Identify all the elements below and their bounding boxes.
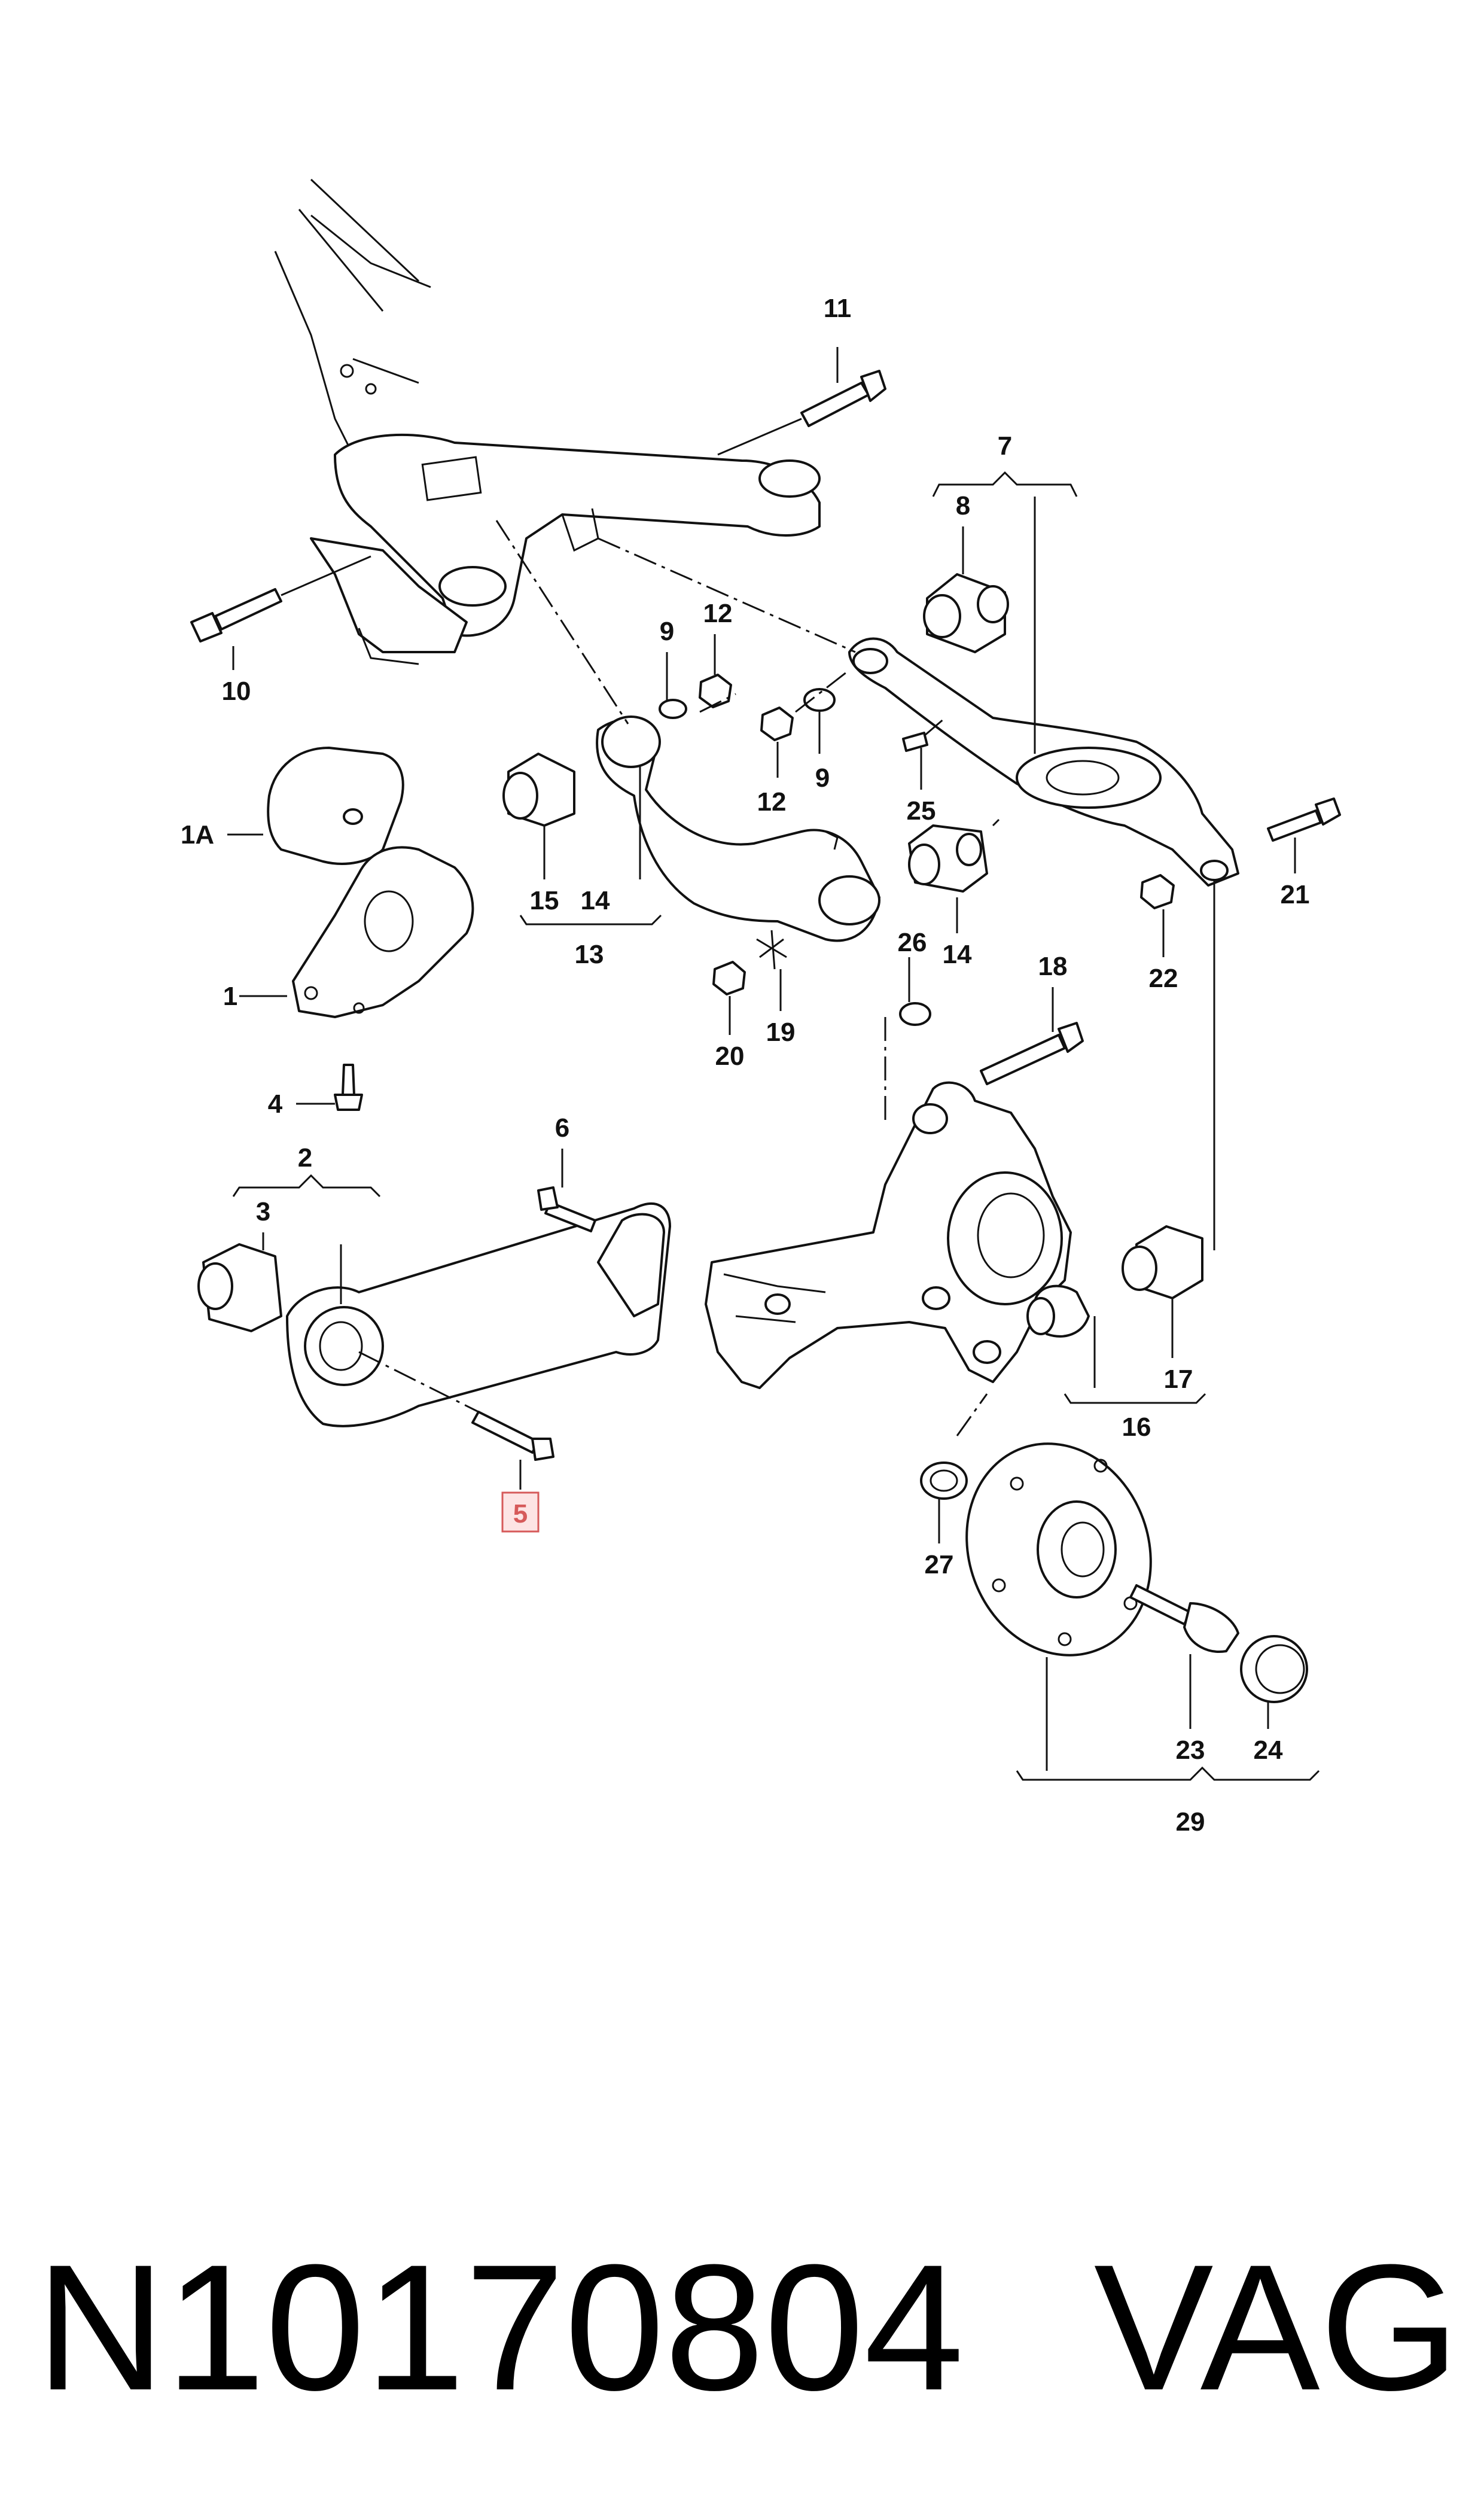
seal-27 <box>920 1462 968 1543</box>
callout-21: 21 <box>1281 880 1310 909</box>
callout-14-right: 14 <box>943 940 972 969</box>
callout-9-bottom: 9 <box>815 763 830 793</box>
callout-20: 20 <box>715 1042 745 1071</box>
callout-11: 11 <box>824 294 852 323</box>
callout-29: 29 <box>1176 1807 1205 1837</box>
nut-12-bottom <box>760 707 794 778</box>
callout-27: 27 <box>925 1550 954 1579</box>
axis-line-3 <box>699 693 736 713</box>
callout-5-highlight-box <box>501 1491 540 1533</box>
axis-line-2 <box>598 537 856 653</box>
lower-arm-13 <box>519 715 880 942</box>
washer-9-left <box>659 652 687 719</box>
callout-18: 18 <box>1038 952 1068 981</box>
callout-22: 22 <box>1149 964 1178 993</box>
screw-4 <box>296 1064 363 1111</box>
callout-19: 19 <box>766 1018 796 1047</box>
callout-17: 17 <box>1164 1365 1193 1394</box>
callout-1A: 1A <box>181 820 214 850</box>
bushing-3 <box>197 1232 282 1332</box>
bolt-10 <box>190 555 371 670</box>
callout-14-left: 14 <box>581 886 610 915</box>
callout-25: 25 <box>907 796 936 826</box>
trailing-upper-arm-7 <box>848 637 1239 887</box>
callout-13: 13 <box>575 940 604 969</box>
callout-8: 8 <box>956 491 970 520</box>
axis-line-4 <box>795 669 850 713</box>
wheel-hub-29 <box>956 1393 1320 1781</box>
callout-24: 24 <box>1254 1735 1283 1765</box>
callout-12-top: 12 <box>703 599 733 628</box>
nut-20 <box>712 961 746 1035</box>
brand-name: VAG <box>1093 2227 1459 2428</box>
axis-line-1 <box>495 520 629 724</box>
callout-26: 26 <box>898 928 927 957</box>
clip-19 <box>756 930 787 1011</box>
bushing-15 <box>502 753 575 879</box>
bushing-17 <box>1122 879 1215 1358</box>
callout-16: 16 <box>1122 1412 1151 1442</box>
nut-22 <box>1140 874 1175 957</box>
hub-bolt-23 <box>1129 1584 1239 1729</box>
callout-3: 3 <box>256 1197 270 1226</box>
bushing-14-right <box>908 818 1000 933</box>
bracket-1 <box>239 846 474 1018</box>
callout-2: 2 <box>298 1143 312 1173</box>
part-number: N10170804 <box>36 2227 964 2428</box>
screw-25 <box>902 717 946 790</box>
callout-15: 15 <box>530 886 559 915</box>
callout-23: 23 <box>1176 1735 1205 1765</box>
rear-subframe <box>274 178 821 665</box>
trailing-arm-2 <box>232 1174 671 1427</box>
cover-1A <box>227 747 404 865</box>
callout-1: 1 <box>223 982 237 1011</box>
washer-9-right <box>803 688 836 754</box>
bolt-11 <box>717 347 886 456</box>
callout-4: 4 <box>268 1089 283 1119</box>
bolt-5 <box>358 1351 554 1490</box>
dust-cap-24 <box>1240 1635 1308 1729</box>
bolt-6 <box>537 1149 596 1232</box>
callout-12-bottom: 12 <box>757 787 787 817</box>
nut-12-top <box>699 634 732 708</box>
wheel-carrier-16 <box>705 1081 1072 1389</box>
exploded-suspension-diagram: 11 7 8 9 12 10 12 9 25 1A 21 15 14 13 26… <box>181 178 1341 1837</box>
washer-26 <box>899 957 931 1026</box>
bushing-8 <box>923 526 1009 653</box>
callout-6: 6 <box>555 1113 569 1143</box>
bushing-16 <box>1026 1284 1206 1404</box>
callout-7: 7 <box>998 431 1012 461</box>
callout-5: 5 <box>513 1499 528 1529</box>
bracket-7 <box>932 471 1078 754</box>
caption-bar: N10170804 VAG <box>36 2202 1459 2453</box>
callout-labels: 11 7 8 9 12 10 12 9 25 1A 21 15 14 13 26… <box>181 294 1310 1837</box>
bolt-21 <box>1267 797 1341 873</box>
bolt-18 <box>980 987 1084 1085</box>
callout-10: 10 <box>222 677 251 706</box>
callout-9-top: 9 <box>660 617 674 646</box>
